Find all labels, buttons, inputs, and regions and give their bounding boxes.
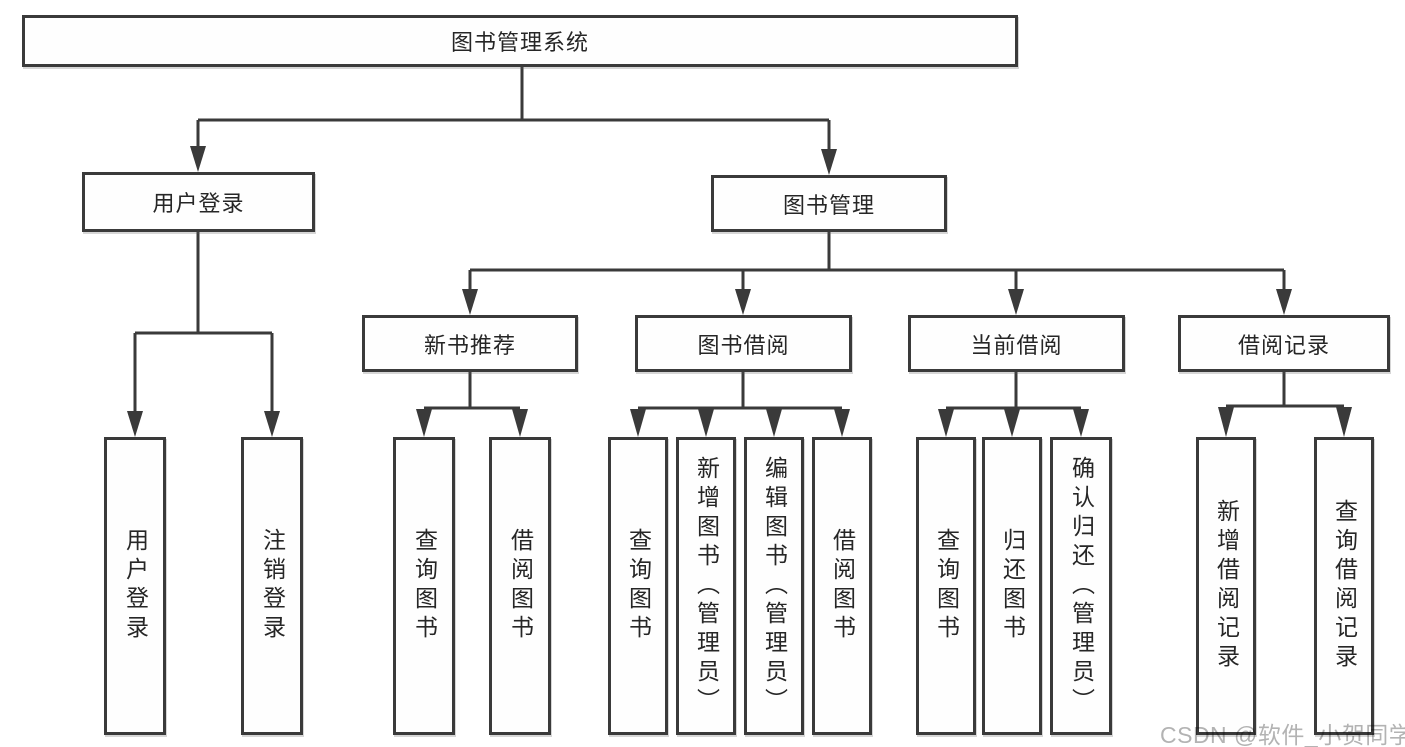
- node-label: 用户登录: [152, 191, 245, 216]
- leaf-logout: 注销登录: [241, 437, 303, 735]
- leaf-label: 编辑图书（管理员）: [761, 455, 788, 717]
- leaf-borrow-books: 借阅图书: [489, 437, 551, 735]
- leaf-query-books: 查询图书: [393, 437, 455, 735]
- node-label: 新书推荐: [423, 332, 516, 358]
- leaf-label: 注销登录: [259, 528, 286, 644]
- leaf-label: 查询借阅记录: [1331, 499, 1358, 673]
- node-label: 图书借阅: [697, 332, 790, 358]
- node-label: 借阅记录: [1237, 332, 1330, 358]
- leaf-user-login: 用户登录: [104, 437, 166, 735]
- node-label: 当前借阅: [970, 332, 1063, 358]
- leaf-label: 借阅图书: [507, 528, 534, 644]
- leaf-add-borrow-record: 新增借阅记录: [1196, 437, 1256, 735]
- leaf-query-borrow-record: 查询借阅记录: [1314, 437, 1374, 735]
- node-label: 图书管理系统: [450, 30, 589, 55]
- node-new-book-recommend: 新书推荐: [362, 315, 578, 372]
- leaf-label: 新增图书（管理员）: [693, 455, 720, 717]
- leaf-confirm-return-admin: 确认归还（管理员）: [1050, 437, 1112, 735]
- leaf-label: 确认归还（管理员）: [1068, 455, 1095, 717]
- leaf-label: 查询图书: [933, 528, 960, 644]
- csdn-watermark: CSDN @软件_小贺同学: [1160, 722, 1405, 747]
- leaf-label: 新增借阅记录: [1213, 499, 1240, 673]
- leaf-label: 用户登录: [122, 528, 149, 644]
- leaf-query-books: 查询图书: [916, 437, 976, 735]
- leaf-borrow-books: 借阅图书: [812, 437, 872, 735]
- leaf-query-books: 查询图书: [608, 437, 668, 735]
- leaf-label: 查询图书: [625, 528, 652, 644]
- leaf-return-books: 归还图书: [982, 437, 1042, 735]
- leaf-add-books-admin: 新增图书（管理员）: [676, 437, 736, 735]
- node-book-borrow: 图书借阅: [635, 315, 852, 372]
- node-book-management: 图书管理: [711, 175, 947, 232]
- node-label: 图书管理: [782, 192, 875, 218]
- node-user-login: 用户登录: [82, 172, 315, 232]
- node-borrow-record: 借阅记录: [1178, 315, 1390, 372]
- node-system-root: 图书管理系统: [22, 15, 1018, 67]
- leaf-edit-books-admin: 编辑图书（管理员）: [744, 437, 804, 735]
- node-current-borrow: 当前借阅: [908, 315, 1125, 372]
- leaf-label: 查询图书: [411, 528, 438, 644]
- leaf-label: 归还图书: [999, 528, 1026, 644]
- leaf-label: 借阅图书: [829, 528, 856, 644]
